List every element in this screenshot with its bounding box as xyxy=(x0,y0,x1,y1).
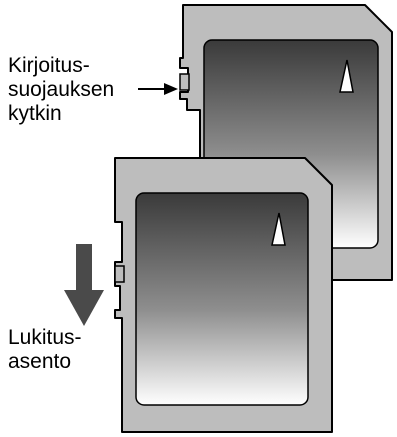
lock-position-label-line2: asento xyxy=(8,350,71,373)
write-protect-switch-label-line1: Kirjoitus- xyxy=(8,54,90,77)
write-protect-switch-back xyxy=(179,73,190,91)
arrow-down-icon xyxy=(64,244,104,326)
lock-position-label: Lukitus- asento xyxy=(8,326,87,373)
write-protect-switch-front xyxy=(114,265,125,283)
card-window-front xyxy=(135,192,309,406)
write-marker-triangle-front xyxy=(271,212,286,246)
write-marker-triangle-back xyxy=(339,59,354,93)
write-protect-switch-label-line3: kytkin xyxy=(8,102,62,125)
write-protect-switch-label: Kirjoitus- suojauksen kytkin xyxy=(8,54,120,125)
arrow-right-icon xyxy=(138,83,178,95)
lock-position-label-line1: Lukitus- xyxy=(8,326,82,349)
write-protect-switch-label-line2: suojauksen xyxy=(8,78,114,101)
sd-card-front xyxy=(114,157,333,433)
